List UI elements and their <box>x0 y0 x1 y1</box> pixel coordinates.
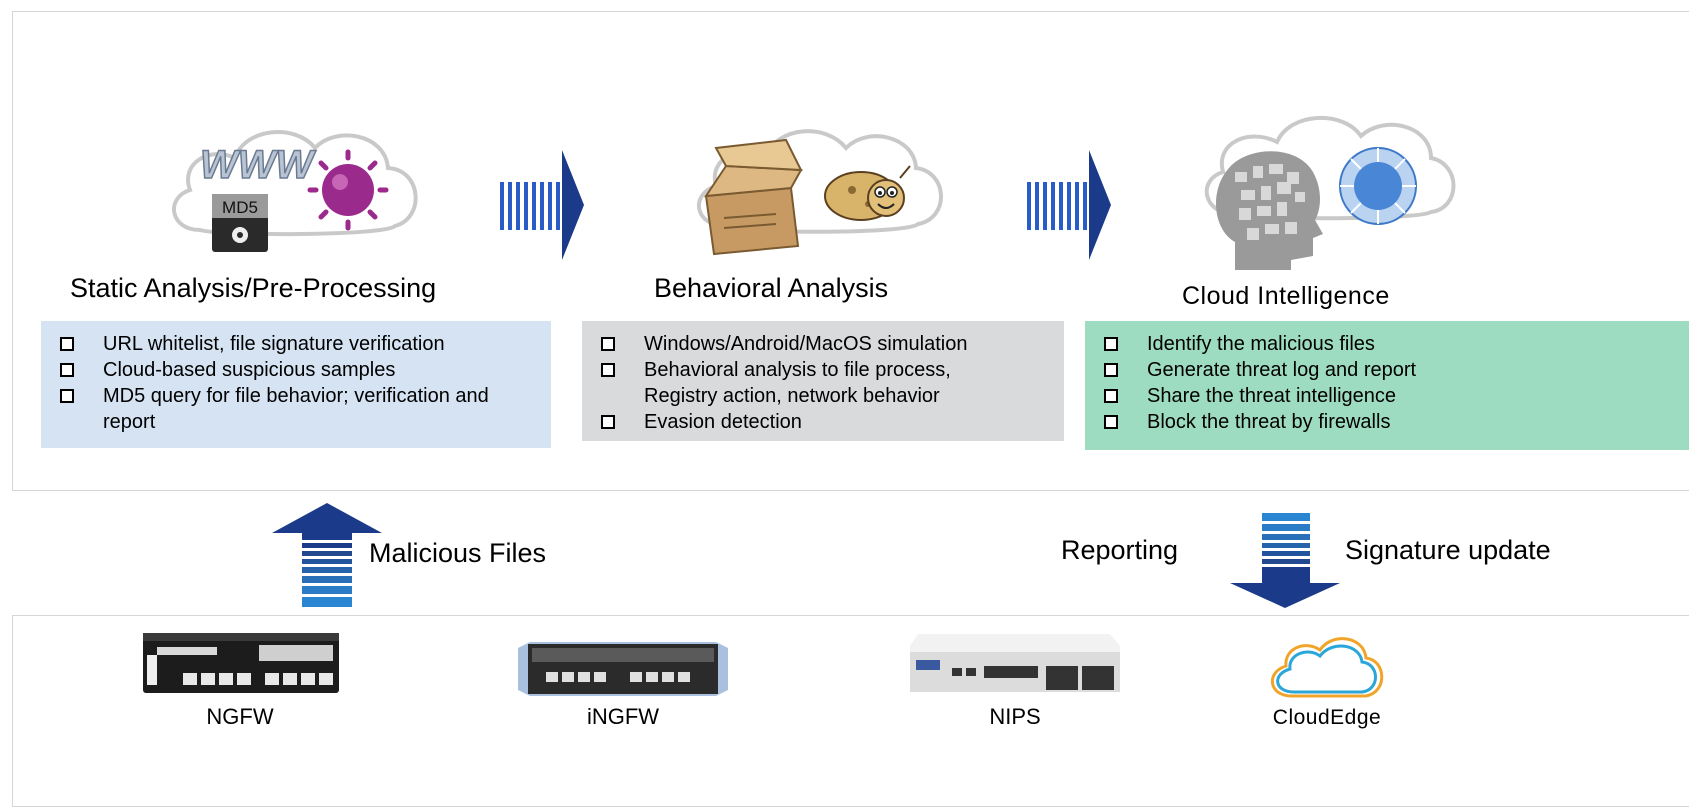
checkbox-square-icon <box>1104 389 1118 403</box>
static-analysis-list: URL whitelist, file signature verificati… <box>41 331 551 435</box>
cloud-intelligence-list: Identify the malicious files Generate th… <box>1085 331 1689 435</box>
behavioral-analysis-box: Windows/Android/MacOS simulation Behavio… <box>582 321 1064 441</box>
list-item: Generate threat log and report <box>1085 357 1689 383</box>
list-item: MD5 query for file behavior; verificatio… <box>41 383 551 435</box>
flow-arrow-right-1 <box>500 150 584 260</box>
behavioral-analysis-cloud-icon <box>697 129 943 256</box>
checkbox-square-icon <box>1104 415 1118 429</box>
device-label-nips: NIPS <box>989 704 1041 729</box>
download-arrow-icon <box>1230 513 1340 608</box>
checkbox-square-icon <box>601 415 615 429</box>
stage-title-behavioral: Behavioral Analysis <box>654 273 889 303</box>
checkbox-square-icon <box>1104 337 1118 351</box>
list-item: URL whitelist, file signature verificati… <box>41 331 551 357</box>
list-item: Windows/Android/MacOS simulation <box>582 331 1064 357</box>
worm-bug-icon <box>824 165 911 221</box>
list-item: Cloud-based suspicious samples <box>41 357 551 383</box>
cloudedge-cloud-icon <box>1270 637 1384 698</box>
sandbox-box-icon <box>704 138 803 256</box>
list-item: Block the threat by firewalls <box>1085 409 1689 435</box>
malicious-files-label: Malicious Files <box>369 538 547 568</box>
behavioral-analysis-list: Windows/Android/MacOS simulation Behavio… <box>582 331 1064 435</box>
virus-icon <box>307 149 389 231</box>
nips-device-icon <box>910 634 1120 692</box>
ngfw-device-icon <box>143 633 339 693</box>
device-label-cloudedge: CloudEdge <box>1272 706 1382 729</box>
cloud-intelligence-box: Identify the malicious files Generate th… <box>1085 321 1689 450</box>
stage-title-cloud-intelligence: Cloud Intelligence <box>1182 282 1390 310</box>
ingfw-device-icon <box>518 642 728 696</box>
list-item: Evasion detection <box>582 409 1064 435</box>
brain-head-icon <box>1216 151 1323 270</box>
www-icon: WWW <box>199 142 317 188</box>
checkbox-square-icon <box>60 389 74 403</box>
checkbox-square-icon <box>60 337 74 351</box>
checkbox-square-icon <box>601 363 615 377</box>
signature-update-label: Signature update <box>1345 535 1551 565</box>
globe-ring-icon <box>1339 147 1417 225</box>
stage-title-static: Static Analysis/Pre-Processing <box>70 273 437 303</box>
static-analysis-cloud-icon: WWW MD5 <box>172 130 418 252</box>
reporting-label: Reporting <box>1061 535 1179 565</box>
svg-text:WWW: WWW <box>200 143 317 187</box>
device-label-ngfw: NGFW <box>206 704 274 729</box>
checkbox-square-icon <box>1104 363 1118 377</box>
svg-text:MD5: MD5 <box>222 198 258 217</box>
device-label-ingfw: iNGFW <box>586 704 660 729</box>
upload-arrow-icon <box>272 503 382 607</box>
flow-arrow-right-2 <box>1027 150 1111 260</box>
static-analysis-box: URL whitelist, file signature verificati… <box>41 321 551 448</box>
checkbox-square-icon <box>60 363 74 377</box>
md5-chip-icon: MD5 <box>212 194 268 252</box>
list-item: Behavioral analysis to file process, Reg… <box>582 357 1064 409</box>
checkbox-square-icon <box>601 337 615 351</box>
list-item: Share the threat intelligence <box>1085 383 1689 409</box>
list-item: Identify the malicious files <box>1085 331 1689 357</box>
cloud-intelligence-icon <box>1204 115 1456 270</box>
